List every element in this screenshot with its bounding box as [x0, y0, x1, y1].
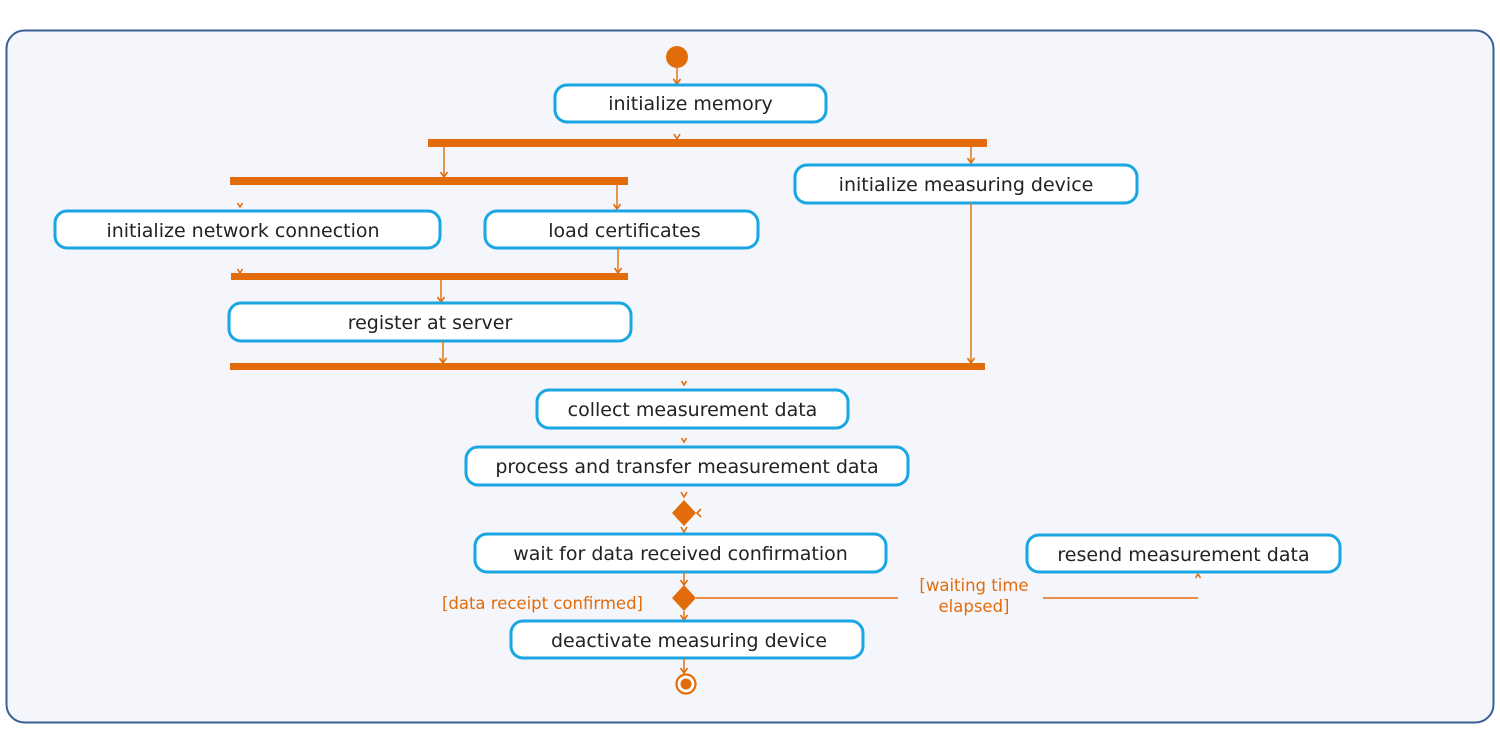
- arrowhead: [612, 203, 622, 211]
- action-label: process and transfer measurement data: [495, 456, 878, 478]
- final-node-dot: [680, 678, 692, 690]
- action-process-and-transfer: process and transfer measurement data: [464, 445, 910, 487]
- arrowhead: [680, 491, 688, 499]
- activity-final-node: [675, 673, 697, 695]
- action-initialize-memory: initialize memory: [553, 83, 828, 124]
- action-register-at-server: register at server: [227, 301, 633, 343]
- action-box: [227, 301, 633, 343]
- action-box: [464, 445, 910, 487]
- action-box: [473, 532, 888, 574]
- action-label: resend measurement data: [1057, 544, 1309, 566]
- arrowhead: [966, 157, 976, 165]
- action-label: load certificates: [548, 220, 700, 242]
- action-label: wait for data received confirmation: [513, 543, 848, 565]
- action-box: [553, 83, 828, 124]
- action-initialize-network-connection: initialize network connection: [53, 209, 442, 250]
- arrowhead: [236, 202, 244, 209]
- action-resend-measurement-data: resend measurement data: [1025, 533, 1342, 574]
- fork-bar-1: [428, 139, 987, 147]
- action-label: initialize measuring device: [839, 174, 1094, 196]
- decision-node: [672, 585, 696, 611]
- diagram-frame: [5, 29, 1495, 724]
- action-initialize-measuring-device: initialize measuring device: [793, 163, 1139, 205]
- action-collect-measurement-data: collect measurement data: [535, 388, 850, 430]
- initial-node: [666, 46, 688, 68]
- action-wait-for-confirmation: wait for data received confirmation: [473, 532, 888, 574]
- action-box: [1025, 533, 1342, 574]
- action-label: initialize memory: [608, 93, 773, 115]
- join-bar-1: [231, 273, 628, 280]
- merge-node: [672, 500, 696, 526]
- action-label: collect measurement data: [568, 399, 818, 421]
- action-box: [793, 163, 1139, 205]
- join-bar-2: [230, 363, 985, 370]
- action-label: deactivate measuring device: [551, 630, 827, 652]
- action-box: [53, 209, 442, 250]
- action-load-certificates: load certificates: [483, 209, 760, 250]
- fork-bar-2: [230, 177, 628, 185]
- action-label: register at server: [348, 312, 513, 334]
- arrowhead: [680, 380, 688, 387]
- guard-waiting-time-line2: elapsed]: [939, 597, 1010, 616]
- arrowhead: [680, 526, 688, 534]
- guard-data-receipt-confirmed: [data receipt confirmed]: [442, 594, 643, 613]
- action-box: [535, 388, 850, 430]
- arrowhead: [680, 437, 688, 444]
- arrowhead-resend-to-merge: [695, 508, 702, 518]
- action-box: [483, 209, 760, 250]
- action-label: initialize network connection: [106, 220, 379, 242]
- arrowhead: [679, 667, 689, 675]
- arrowhead-to-resend: [1194, 572, 1202, 579]
- guard-waiting-time-line1: [waiting time: [919, 576, 1028, 595]
- action-box: [509, 619, 865, 660]
- action-deactivate-measuring-device: deactivate measuring device: [509, 619, 865, 660]
